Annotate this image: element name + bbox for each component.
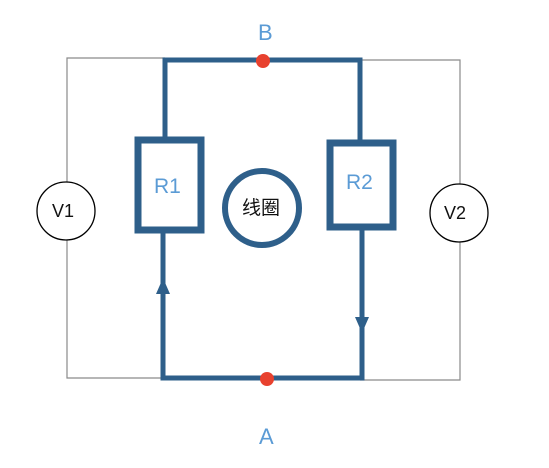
main-circuit: [134, 57, 397, 381]
voltmeter-v2: [429, 183, 489, 243]
arrow-up-icon: [156, 278, 170, 294]
coil-label: 线圈: [242, 198, 281, 219]
voltmeter-v1-label: V1: [52, 201, 75, 221]
resistor-r1: [134, 136, 205, 234]
node-b-label: B: [258, 20, 273, 45]
resistor-r2: [326, 139, 397, 231]
node-a-label: A: [259, 424, 274, 449]
resistor-r1-label: R1: [154, 175, 181, 198]
voltmeter-wires: [66, 57, 461, 381]
resistor-r2-label: R2: [346, 171, 373, 194]
voltmeter-v2-label: V2: [444, 203, 467, 223]
arrow-down-icon: [355, 317, 369, 333]
node-dot-icon: [256, 54, 270, 68]
coil: [222, 168, 302, 248]
voltmeter-v1: [36, 181, 96, 241]
node-dot-icon: [260, 372, 274, 386]
